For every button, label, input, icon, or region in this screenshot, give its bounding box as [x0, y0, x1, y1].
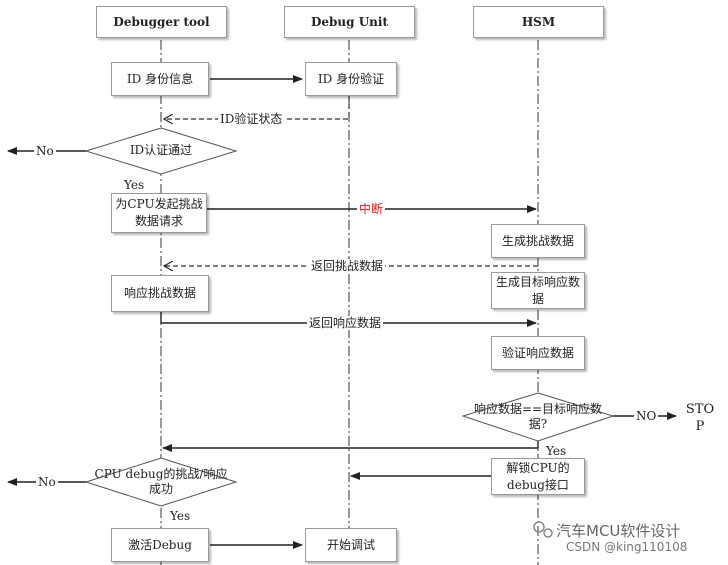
arrow-yes-2	[162, 441, 539, 452]
decision-cpu-debug-text: CPU debug的挑战/响应成功	[94, 467, 228, 496]
yes-label-3: Yes	[170, 509, 191, 523]
debug-unit-header: Debug Unit	[284, 6, 415, 38]
debugger-tool-header: Debugger tool	[96, 6, 227, 38]
stop-label: STOP	[685, 402, 715, 434]
decision-id-auth-shape	[84, 127, 238, 175]
return-challenge-label: 返回挑战数据	[309, 259, 386, 273]
decision-cpu-debug-shape	[84, 457, 238, 507]
yes-label-2: Yes	[546, 444, 567, 458]
start-debug-box: 开始调试	[305, 528, 397, 562]
hsm-header: HSM	[473, 6, 604, 38]
gen-target-box: 生成目标响应数据	[491, 272, 585, 309]
id-status-label: ID验证状态	[218, 112, 285, 126]
id-verify-box: ID 身份验证	[305, 62, 397, 96]
watermark-title: 汽车MCU软件设计	[556, 522, 681, 540]
activate-debug-box: 激活Debug	[111, 528, 209, 562]
no-label-2: NO	[634, 409, 659, 423]
verify-response-box: 验证响应数据	[491, 336, 585, 370]
decision-response-match-text: 响应数据==目标响应数据?	[473, 402, 603, 431]
respond-challenge-box: 响应挑战数据	[111, 275, 209, 312]
wechat-icon	[533, 521, 553, 538]
watermark-sub: CSDN @king110108	[566, 540, 688, 554]
no-label-3: No	[36, 475, 58, 489]
return-response-label: 返回响应数据	[307, 316, 384, 330]
arrow-return-response	[160, 312, 537, 327]
interrupt-label: 中断	[357, 202, 386, 216]
id-info-box: ID 身份信息	[111, 62, 209, 96]
yes-label-1: Yes	[124, 178, 145, 192]
no-label-1: No	[34, 144, 56, 158]
cpu-request-box: 为CPU发起挑战数据请求	[111, 193, 207, 233]
decision-id-auth-text: ID认证通过	[129, 143, 193, 157]
gen-challenge-box: 生成挑战数据	[491, 224, 585, 258]
unlock-cpu-box: 解锁CPU的debug接口	[491, 458, 585, 495]
